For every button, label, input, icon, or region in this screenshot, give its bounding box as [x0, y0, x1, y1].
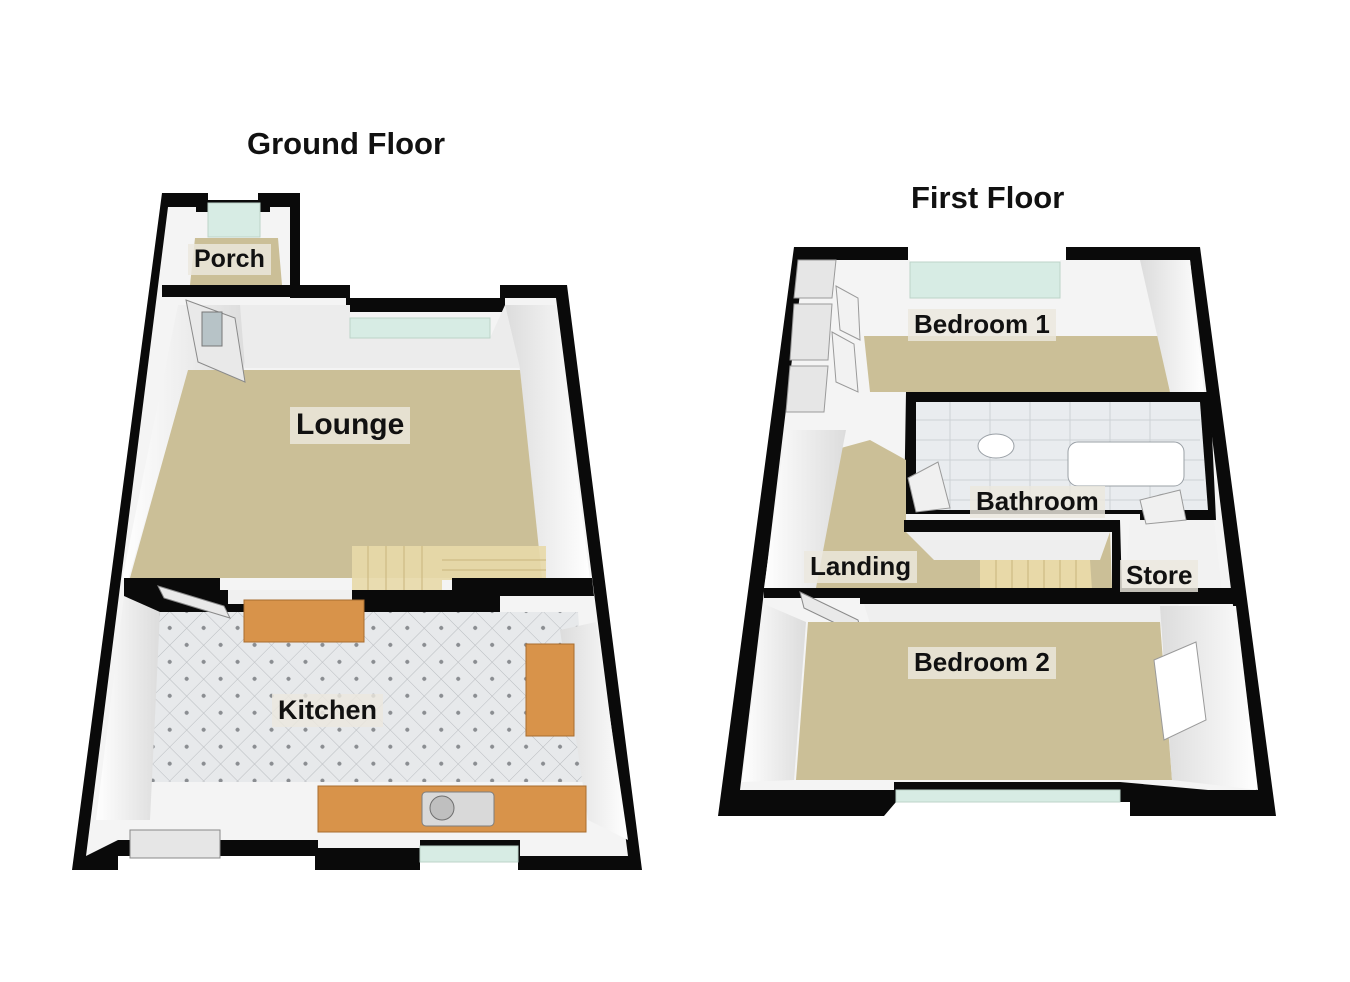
room-label-store: Store	[1120, 560, 1199, 592]
first-floor-title: First Floor	[911, 180, 1065, 215]
porch-lounge-wall	[162, 285, 292, 297]
kitchen-window-bottom	[419, 845, 519, 863]
room-label-bedroom2: Bedroom 2	[908, 647, 1056, 679]
kitchen-worktop-right	[525, 643, 575, 737]
bedroom2-top-wall	[764, 588, 1238, 604]
landing-wall-face	[906, 532, 1110, 560]
bedroom1-wardrobes	[785, 259, 861, 413]
ground-floor-title: Ground Floor	[247, 126, 446, 161]
store-door	[1139, 489, 1187, 525]
room-label-bathroom: Bathroom	[970, 486, 1105, 518]
kitchen-worktop-back	[243, 599, 365, 643]
room-label-bedroom1: Bedroom 1	[908, 309, 1056, 341]
lounge-right-wall-face	[505, 305, 590, 580]
ground-floor-plan	[72, 193, 642, 870]
first-floor-stairs	[980, 560, 1092, 590]
bath-tub	[1067, 441, 1185, 487]
bathroom-door	[907, 461, 951, 513]
lounge-carpet	[130, 370, 542, 578]
lounge-back-wall-face	[240, 305, 520, 368]
kitchen-door	[157, 585, 231, 619]
porch-window	[207, 202, 261, 238]
bedroom2-wardrobe	[1153, 641, 1207, 741]
bedroom1-carpet	[864, 336, 1170, 392]
kitchen-back-door	[129, 829, 221, 859]
door-glass-panel	[201, 311, 223, 347]
bedroom2-left-wall-face	[742, 604, 806, 782]
sink-bowl	[429, 795, 455, 821]
lounge-window	[349, 317, 491, 339]
bedroom2-window	[895, 789, 1121, 803]
wash-basin	[977, 433, 1015, 459]
bedroom1-right-wall-face	[1140, 260, 1204, 392]
bedroom2-carpet	[796, 622, 1172, 780]
landing-inner-wall	[904, 520, 1122, 594]
room-label-porch: Porch	[188, 244, 271, 275]
room-label-kitchen: Kitchen	[272, 694, 384, 728]
kitchen-right-wall-face	[560, 622, 628, 840]
room-label-lounge: Lounge	[290, 407, 411, 444]
room-label-landing: Landing	[804, 551, 918, 583]
kitchen-left-wall-face	[96, 596, 160, 820]
landing-left-wall-face	[764, 430, 846, 588]
bedroom1-window	[909, 261, 1061, 299]
first-floor-plan	[718, 247, 1276, 816]
